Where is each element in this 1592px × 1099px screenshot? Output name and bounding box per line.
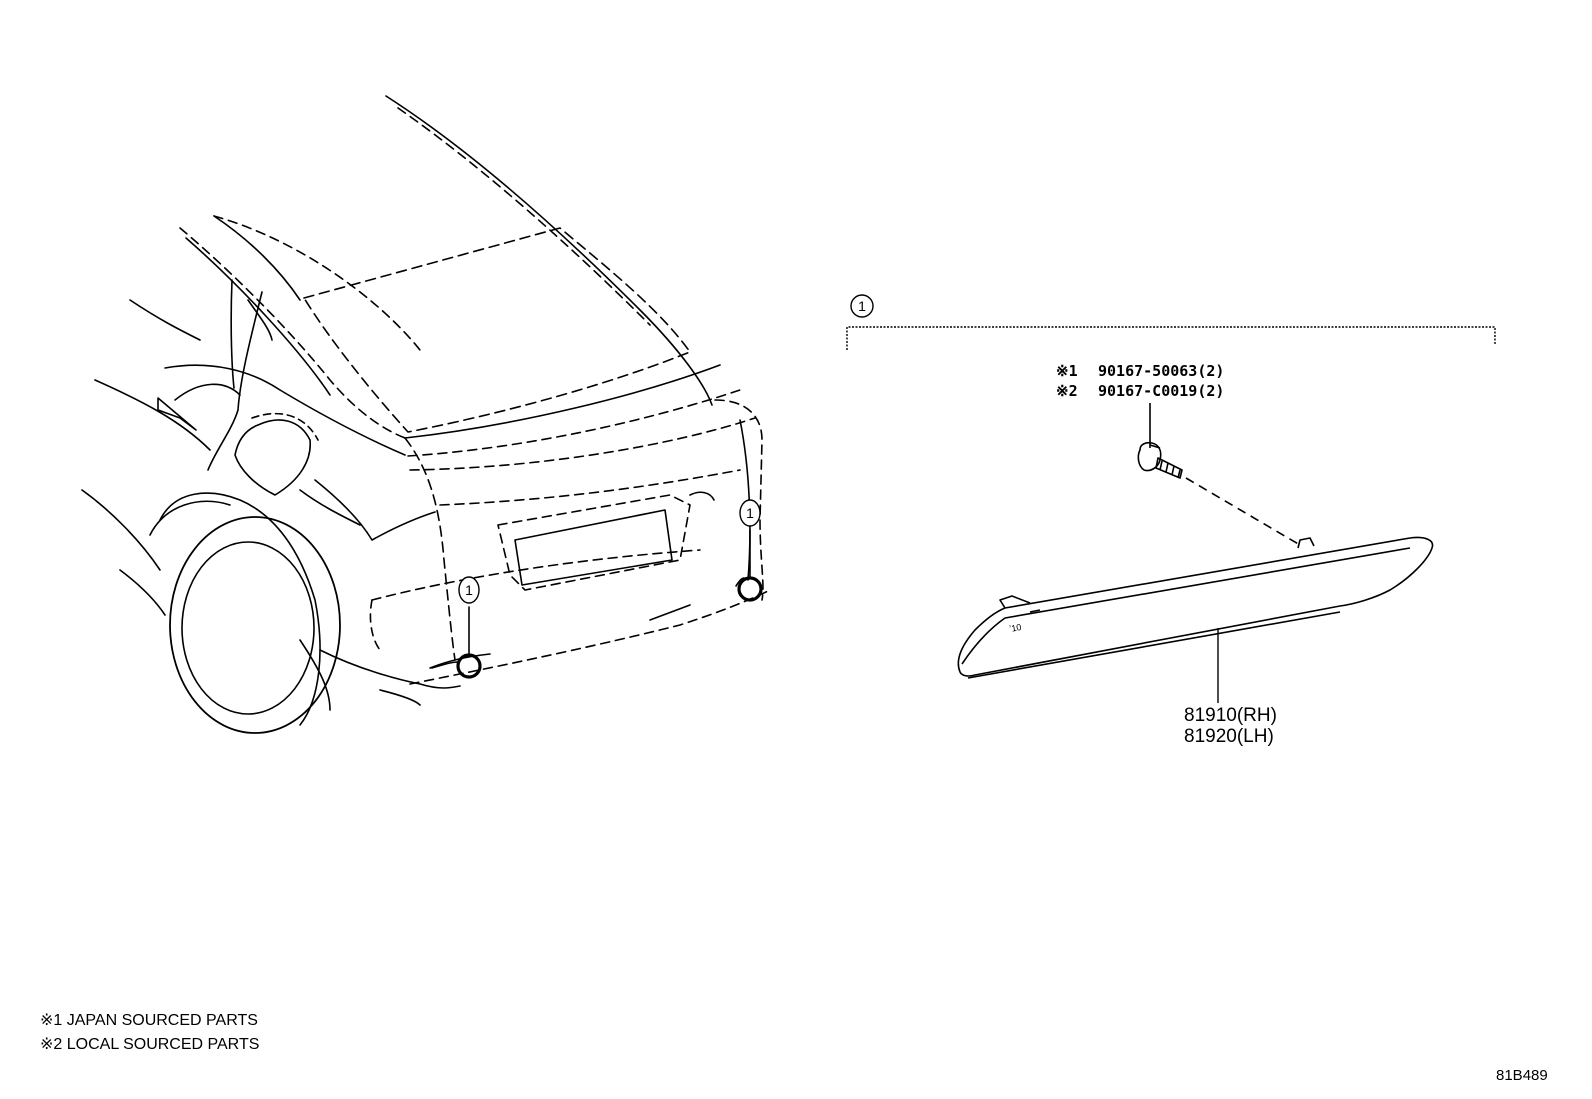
note-local-sourced: ※2 LOCAL SOURCED PARTS	[40, 1036, 259, 1053]
fastener-part-number-2: 90167-C0019(2)	[1098, 382, 1224, 400]
assembly-bracket	[846, 326, 1496, 350]
fastener-note-mark-1: ※1	[1056, 362, 1078, 380]
assembly-callout-number: 1	[858, 298, 866, 314]
vehicle-rear-illustration	[81, 95, 771, 734]
callout-number: 1	[746, 505, 754, 521]
screw-illustration	[1137, 403, 1301, 546]
note-japan-sourced: ※1 JAPAN SOURCED PARTS	[40, 1012, 258, 1029]
reflector-marking: ʼ10	[1009, 622, 1023, 634]
reflector-part-number-rh: 81910(RH)	[1184, 705, 1277, 726]
diagram-code: 81B489	[1496, 1067, 1548, 1084]
fastener-note-mark-2: ※2	[1056, 382, 1078, 400]
rear-reflector-illustration	[957, 536, 1434, 679]
reflector-part-labels: 81910(RH) 81920(LH)	[1184, 705, 1277, 747]
sourcing-notes: ※1 JAPAN SOURCED PARTS ※2 LOCAL SOURCED …	[40, 1012, 259, 1053]
reflector-part-number-lh: 81920(LH)	[1184, 726, 1274, 747]
callout-number: 1	[465, 582, 473, 598]
location-callout-right: 1	[739, 499, 761, 527]
fastener-part-number-1: 90167-50063(2)	[1098, 362, 1224, 380]
location-callout-left: 1	[458, 576, 480, 604]
fastener-part-labels: ※1 90167-50063(2) ※2 90167-C0019(2)	[1056, 362, 1224, 400]
assembly-callout: 1	[850, 294, 874, 318]
